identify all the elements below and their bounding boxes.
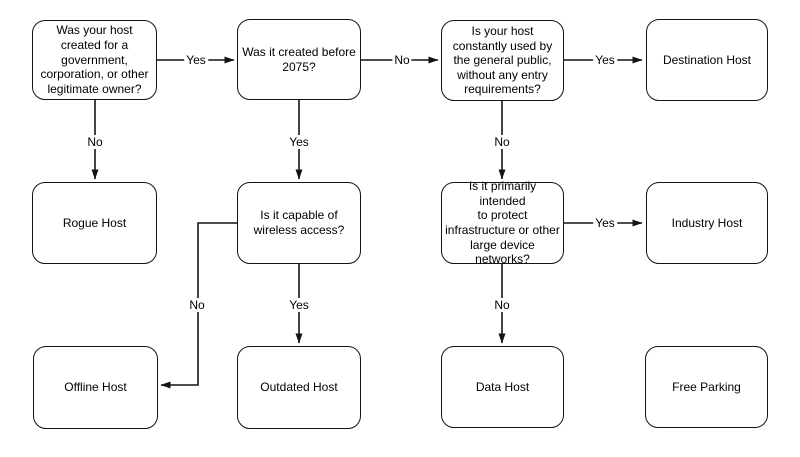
node-label: Was your host created for a government, …	[40, 23, 149, 96]
node-label: Is your host constantly used by the gene…	[452, 23, 553, 97]
edge-label-owner-no: No	[85, 135, 105, 149]
edge-label-wireless-yes: Yes	[287, 298, 311, 312]
node-label: Data Host	[475, 379, 530, 394]
node-data-host: Data Host	[441, 346, 564, 428]
node-label: Destination Host	[662, 52, 752, 67]
edge-label-public-yes: Yes	[593, 53, 617, 67]
node-label: Industry Host	[671, 215, 743, 230]
node-offline-host: Offline Host	[33, 346, 158, 429]
node-label: Offline Host	[64, 380, 127, 395]
node-rogue-host: Rogue Host	[32, 182, 157, 264]
edge-label-wireless-no: No	[187, 298, 207, 312]
node-free-parking: Free Parking	[645, 346, 768, 428]
edge-label-owner-yes: Yes	[184, 53, 208, 67]
node-question-wireless-access: Is it capable of wireless access?	[237, 182, 361, 264]
edge-label-before2075-no: No	[392, 53, 412, 67]
edge-label-protect-no: No	[492, 298, 512, 312]
node-label: Was it created before 2075?	[242, 44, 356, 74]
node-question-general-public: Is your host constantly used by the gene…	[441, 20, 564, 101]
edge-label-before2075-yes: Yes	[287, 135, 311, 149]
node-question-protect-infrastructure: Is it primarily intended to protect infr…	[441, 179, 564, 266]
node-industry-host: Industry Host	[646, 182, 768, 264]
node-label: Outdated Host	[260, 380, 338, 395]
edge-label-public-no: No	[492, 135, 512, 149]
node-destination-host: Destination Host	[646, 19, 768, 101]
node-label: Is it primarily intended to protect infr…	[445, 179, 560, 267]
node-outdated-host: Outdated Host	[237, 346, 361, 429]
node-label: Is it capable of wireless access?	[253, 208, 345, 237]
node-label: Rogue Host	[62, 215, 127, 230]
node-question-before-2075: Was it created before 2075?	[237, 19, 361, 100]
node-question-legitimate-owner: Was your host created for a government, …	[32, 20, 157, 100]
edge-label-protect-yes: Yes	[593, 216, 617, 230]
node-label: Free Parking	[672, 379, 741, 394]
